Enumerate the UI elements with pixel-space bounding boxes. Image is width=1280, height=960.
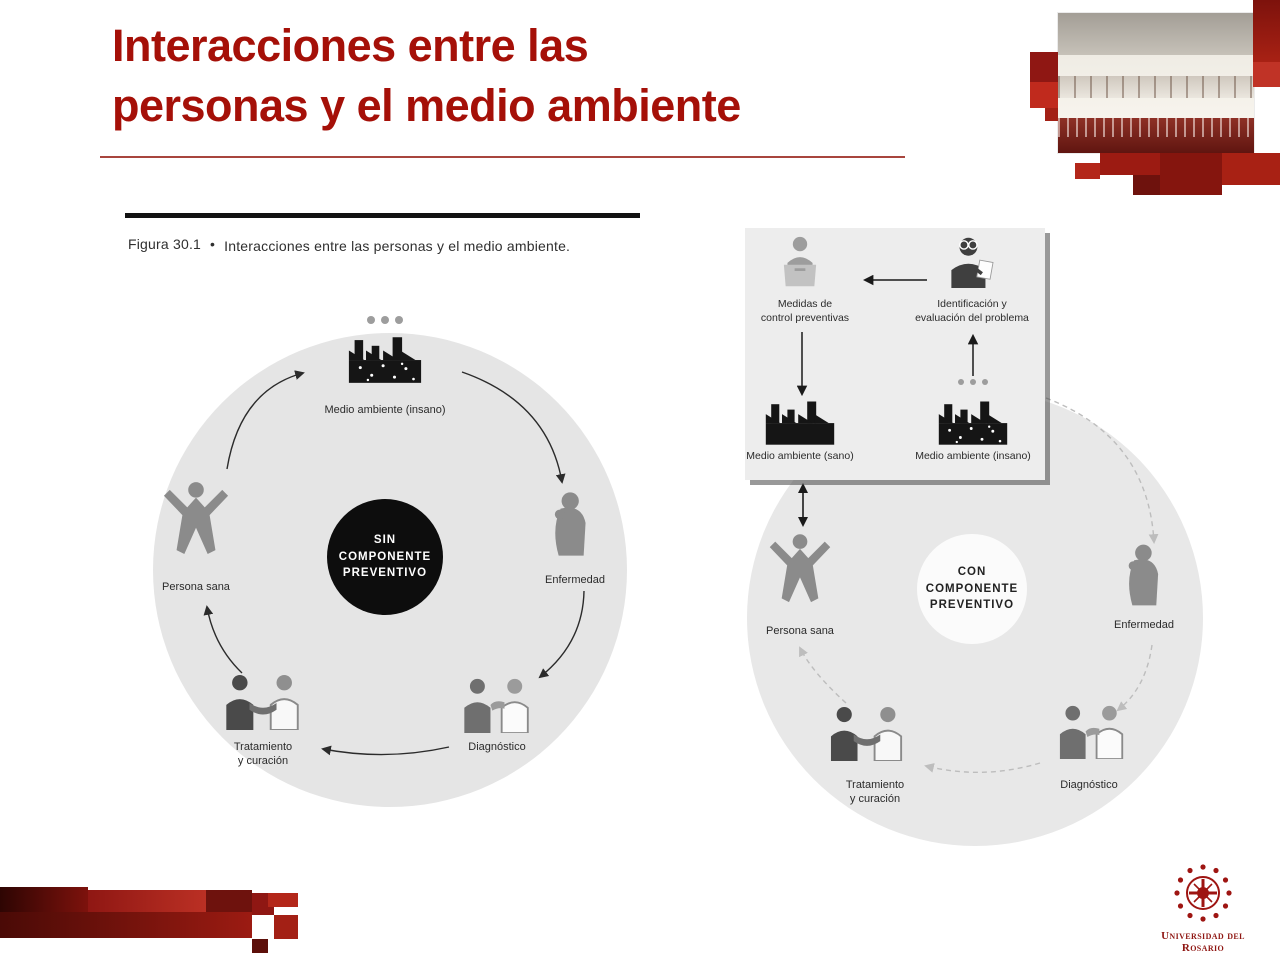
sick-person-icon — [1128, 544, 1159, 606]
persona-sana-label: Persona sana — [766, 625, 834, 637]
identificacion-label-line2: evaluación del problema — [915, 311, 1029, 324]
medidas-label-line1: Medidas de — [777, 298, 833, 310]
red-mosaic-block — [0, 912, 252, 938]
tratamiento-label-line2: y curación — [237, 755, 289, 768]
red-mosaic-block — [1030, 82, 1058, 108]
medidas-label-line2: control preventivas — [760, 311, 850, 324]
figure-caption: Figura 30.1 • Interacciones entre las pe… — [128, 236, 602, 256]
disc-line: PREVENTIVO — [342, 567, 428, 580]
university-name: Universidad del Rosario — [1161, 930, 1245, 954]
footer-decoration — [0, 885, 310, 960]
disc-line: SIN — [373, 533, 397, 546]
treatment-icon — [225, 674, 299, 730]
medidas-label: Medidas de control preventivas — [745, 298, 865, 325]
healthy-person-icon — [769, 534, 831, 603]
photo-railing — [1058, 118, 1254, 153]
figure-with-prevention: Medidas de control preventivas Identific… — [740, 225, 1280, 857]
university-emblem-icon — [1174, 864, 1232, 922]
red-mosaic-block — [252, 939, 268, 953]
red-mosaic-block — [1160, 153, 1222, 195]
disc-line: PREVENTIVO — [929, 599, 1015, 612]
red-mosaic-block — [1133, 175, 1160, 195]
photo-building — [1058, 55, 1254, 118]
red-mosaic-block — [1222, 153, 1280, 185]
figure-without-prevention: Figura 30.1 • Interacciones entre las pe… — [125, 210, 645, 822]
disc-line: CON — [957, 565, 987, 578]
medio-ambiente-insano-label: Medio ambiente (insano) — [915, 450, 1031, 462]
preventive-measures-icon — [783, 236, 817, 287]
diagnostico-label: Diagnóstico — [468, 741, 526, 753]
red-mosaic-block — [1253, 0, 1280, 62]
diagnosis-icon — [1058, 704, 1124, 759]
sin-componente-disc: SIN COMPONENTE PREVENTIVO — [327, 499, 443, 615]
identificacion-label: Identificación y evaluación del problema — [897, 298, 1047, 325]
sick-person-icon — [554, 492, 586, 556]
enfermedad-label: Enfermedad — [1114, 619, 1174, 631]
smoke-dots-icon — [361, 316, 409, 324]
slide-title-line2: personas y el medio ambiente — [112, 79, 741, 131]
tratamiento-label: Tratamiento y curación — [825, 778, 925, 807]
photo-sky — [1058, 13, 1254, 55]
diagnosis-icon — [463, 677, 529, 733]
slide-title: Interacciones entre las personas y el me… — [112, 16, 952, 136]
factory-sano-icon — [765, 401, 835, 445]
red-mosaic-block — [268, 893, 298, 907]
title-underline — [100, 156, 905, 158]
prevention-panel: Medidas de control preventivas Identific… — [745, 228, 1045, 480]
disc-line: COMPONENTE — [338, 550, 432, 563]
treatment-icon — [830, 706, 903, 761]
tratamiento-label-line2: y curación — [849, 793, 901, 806]
figure-top-bar — [125, 213, 640, 218]
red-mosaic-block — [1100, 153, 1160, 175]
figure-caption-bullet: • — [210, 236, 216, 252]
medio-ambiente-insano-label: Medio ambiente (insano) — [324, 404, 446, 416]
red-mosaic-block — [1045, 108, 1058, 121]
photo-arches — [1058, 76, 1254, 98]
identificacion-label-line1: Identificación y — [937, 298, 1007, 310]
red-mosaic-block — [1075, 163, 1100, 179]
tratamiento-label: Tratamiento y curación — [213, 740, 313, 769]
campus-photo — [1058, 13, 1254, 153]
healthy-person-icon — [163, 482, 229, 555]
red-mosaic-block — [206, 890, 252, 912]
problem-identification-icon — [949, 236, 995, 288]
figure-caption-label: Figura 30.1 — [128, 236, 202, 252]
tratamiento-label-line1: Tratamiento — [845, 779, 905, 791]
persona-sana-label: Persona sana — [162, 581, 230, 593]
tratamiento-label-line1: Tratamiento — [233, 741, 293, 753]
disc-line: COMPONENTE — [925, 582, 1019, 595]
slide-title-line1: Interacciones entre las — [112, 20, 589, 71]
university-logo: Universidad del Rosario — [1142, 858, 1264, 954]
factory-insano-icon — [938, 401, 1008, 445]
red-mosaic-block — [88, 890, 206, 912]
header-decoration — [1015, 0, 1280, 200]
figure-caption-text: Interacciones entre las personas y el me… — [224, 238, 571, 254]
red-mosaic-block — [1030, 52, 1058, 82]
red-mosaic-block — [274, 915, 298, 939]
red-mosaic-block — [1253, 62, 1280, 87]
diagnostico-label: Diagnóstico — [1060, 779, 1118, 791]
smoke-dots-icon — [949, 379, 997, 385]
enfermedad-label: Enfermedad — [545, 574, 605, 586]
con-componente-disc: CON COMPONENTE PREVENTIVO — [917, 534, 1027, 644]
medio-ambiente-sano-label: Medio ambiente (sano) — [746, 450, 854, 462]
factory-insano-icon — [348, 337, 422, 383]
